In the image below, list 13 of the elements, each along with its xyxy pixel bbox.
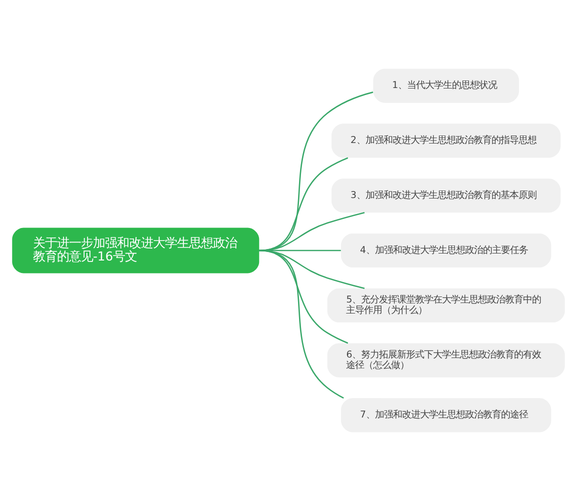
connector bbox=[259, 249, 348, 344]
connector bbox=[259, 91, 374, 251]
node-box: 4、加强和改进大学生思想政治的主要任务 bbox=[341, 232, 552, 268]
node-box: 2、加强和改进大学生思想政治教育的指导思想 bbox=[332, 123, 561, 158]
node-box: 6、努力拓展新形式下大学生思想政治教育的有效途径（怎么做） bbox=[327, 342, 565, 377]
node-box: 7、加强和改进大学生思想政治教育的途径 bbox=[341, 398, 552, 432]
node-box: 关于进一步加强和改进大学生思想政治教育的意见-16号文 bbox=[12, 227, 260, 273]
connector bbox=[259, 249, 344, 398]
node-box: 3、加强和改进大学生思想政治教育的基本原则 bbox=[332, 178, 561, 212]
node-box: 1、当代大学生的思想状况 bbox=[373, 68, 519, 102]
node-box: 5、充分发挥课堂教学在大学生思想政治教育中的主导作用（为什么） bbox=[327, 288, 565, 322]
connector bbox=[259, 156, 348, 251]
connector bbox=[259, 212, 365, 251]
